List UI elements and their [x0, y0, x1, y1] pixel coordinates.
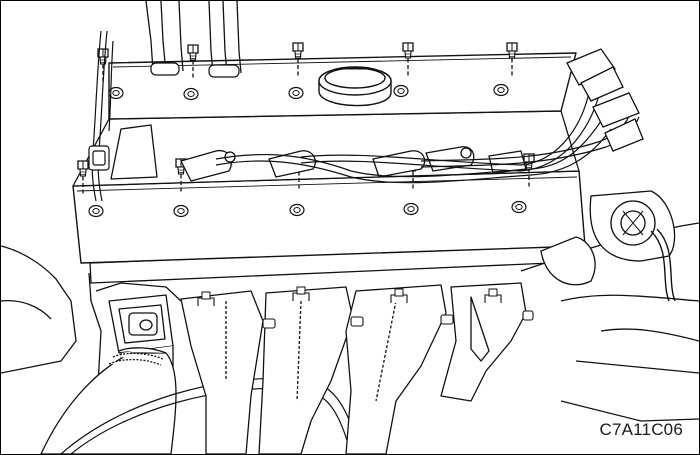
figure-code-label: C7A11C06 — [599, 420, 683, 439]
